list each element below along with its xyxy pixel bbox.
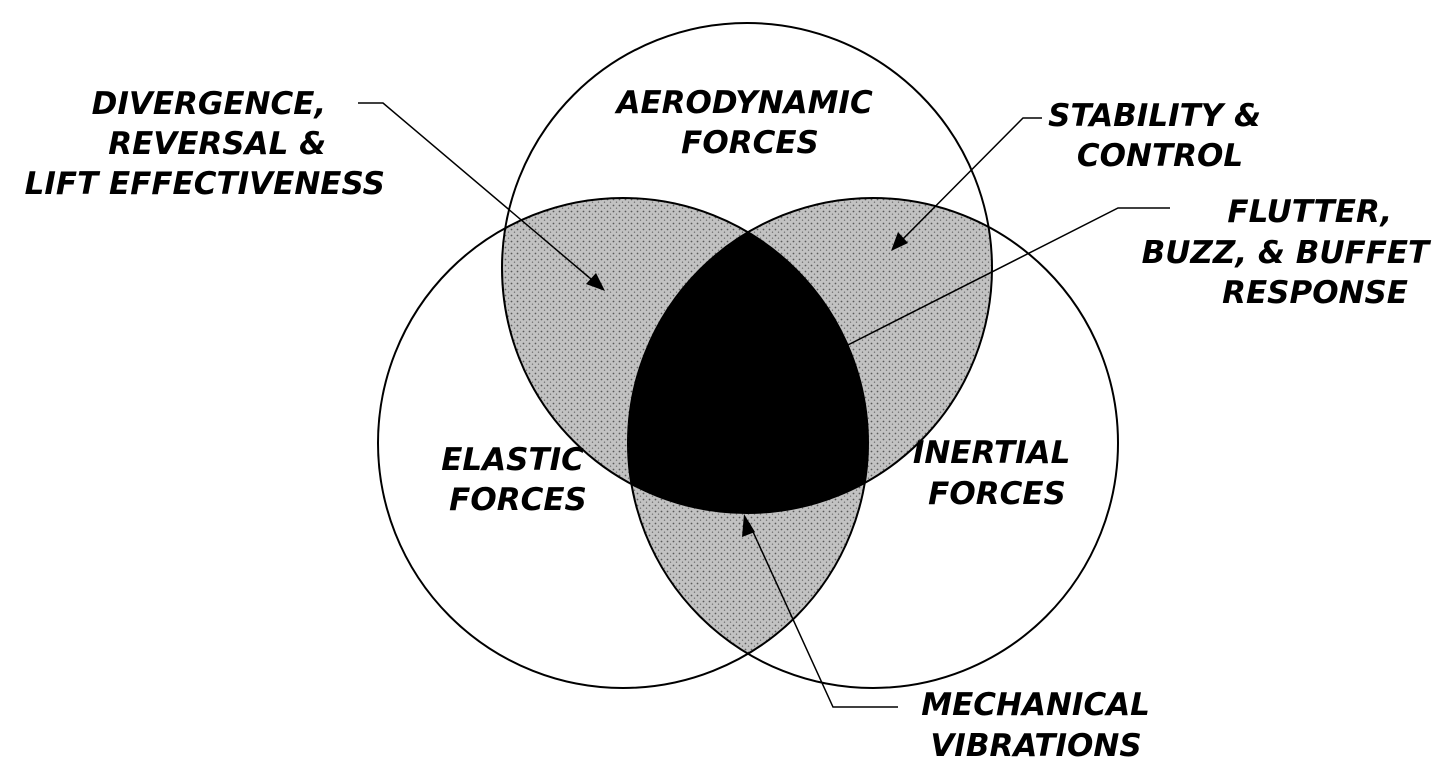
arrowhead-mechanical bbox=[742, 514, 755, 537]
leader-divergence bbox=[358, 102, 599, 286]
circle-elastic bbox=[377, 197, 869, 689]
label-inertial-line-1: INERTIAL bbox=[913, 435, 1071, 471]
label-stability-line-2: CONTROL bbox=[1077, 138, 1243, 174]
circle-inertial bbox=[627, 197, 1119, 689]
triple-overlap-region bbox=[628, 198, 868, 513]
label-elastic-forces: ELASTIC FORCES bbox=[441, 442, 594, 518]
label-stability-line-1: STABILITY & bbox=[1048, 98, 1261, 134]
label-inertial-line-2: FORCES bbox=[928, 476, 1066, 512]
label-stability-control: STABILITY & CONTROL bbox=[1048, 98, 1272, 174]
leader-mechanical bbox=[748, 522, 898, 708]
label-elastic-line-2: FORCES bbox=[449, 482, 587, 518]
arrowhead-divergence bbox=[586, 273, 605, 291]
label-flutter-buzz-buffet: FLUTTER, BUZZ, & BUFFET RESPONSE bbox=[1142, 194, 1440, 311]
leader-flutter bbox=[839, 207, 1170, 350]
circle-aerodynamic bbox=[501, 22, 993, 514]
label-mechanical-line-2: VIBRATIONS bbox=[930, 728, 1141, 764]
label-inertial-forces: INERTIAL FORCES bbox=[913, 435, 1081, 512]
arrowhead-stability bbox=[891, 232, 908, 251]
label-divergence-reversal-lift: DIVERGENCE, REVERSAL & LIFT EFFECTIVENES… bbox=[25, 86, 385, 202]
leader-stability bbox=[896, 117, 1042, 246]
label-divergence-line-1: DIVERGENCE, bbox=[92, 86, 327, 122]
label-divergence-line-3: LIFT EFFECTIVENESS bbox=[25, 166, 385, 202]
label-aerodynamic-forces: AERODYNAMIC FORCES bbox=[613, 85, 883, 161]
label-elastic-line-1: ELASTIC bbox=[441, 442, 584, 478]
label-divergence-line-2: REVERSAL & bbox=[108, 126, 326, 162]
label-mechanical-vibrations: MECHANICAL VIBRATIONS bbox=[921, 687, 1160, 764]
label-flutter-line-2: BUZZ, & BUFFET bbox=[1142, 235, 1432, 271]
label-flutter-line-1: FLUTTER, bbox=[1227, 194, 1392, 230]
label-mechanical-line-1: MECHANICAL bbox=[921, 687, 1150, 723]
label-aerodynamic-line-2: FORCES bbox=[681, 125, 819, 161]
label-aerodynamic-line-1: AERODYNAMIC bbox=[613, 85, 872, 121]
label-flutter-line-3: RESPONSE bbox=[1222, 275, 1408, 311]
